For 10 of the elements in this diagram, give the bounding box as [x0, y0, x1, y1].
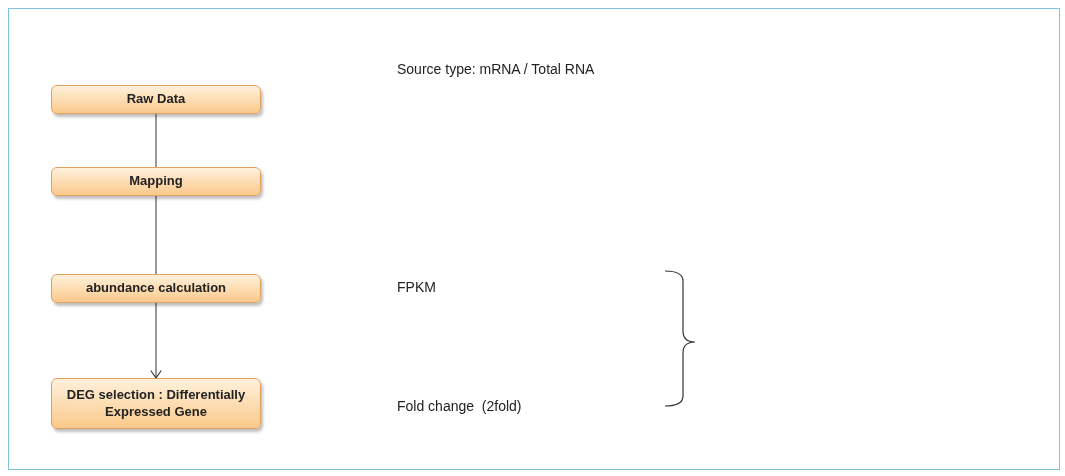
process-box: Raw Data — [51, 85, 261, 114]
process-box: DEG selection : Differentially Expressed Gene — [51, 378, 261, 429]
arrow — [150, 302, 162, 379]
step-note: FPKM — [397, 279, 436, 295]
process-box: Mapping — [51, 167, 261, 196]
connector-line — [155, 195, 157, 275]
connector-line — [155, 113, 157, 168]
process-box: abundance calculation — [51, 274, 261, 303]
step-note: Source type: mRNA / Total RNA — [397, 61, 595, 77]
step-note: Fold change (2fold) — [397, 398, 522, 414]
